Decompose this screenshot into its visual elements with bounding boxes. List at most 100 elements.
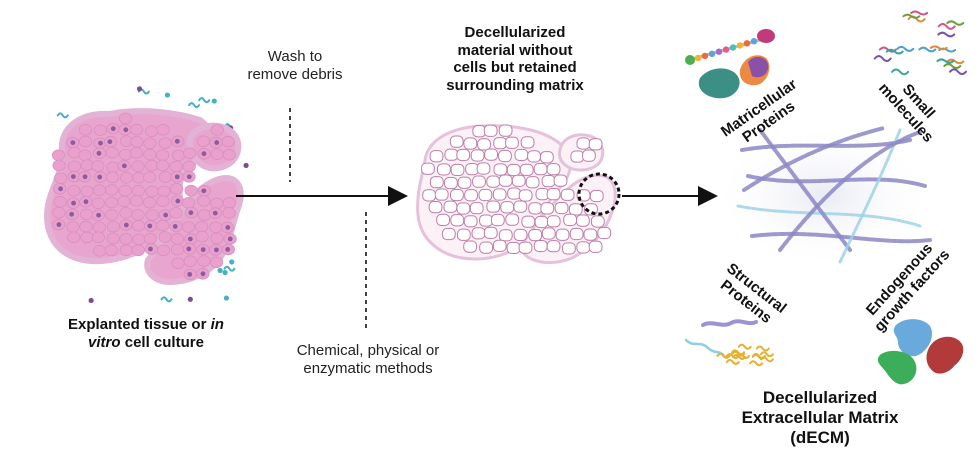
scaffold-pore [450,188,464,202]
tissue-caption-text2: cell culture [120,333,204,351]
tissue-cell [129,195,144,207]
scaffold-pore [441,227,456,241]
ecm-illustration [684,10,968,385]
tissue-cell [171,149,186,162]
tissue-cell [118,184,132,197]
ecm-fiber [750,231,932,244]
tissue-cell [51,149,66,162]
scaffold-pore [465,163,479,176]
debris-dot [229,259,235,265]
yellow-mesh-strand [759,351,774,358]
small-molecule-squiggles [873,10,968,76]
ecm-fiber [746,174,927,188]
small-molecule [937,31,956,38]
tissue-cell [93,245,107,257]
cell-nucleus [213,247,219,253]
ecm-haze [712,124,936,268]
wash-label-line2: remove debris [247,65,343,83]
scaffold-pore [498,174,513,187]
tissue-cell [79,220,93,233]
tissue-cell [91,160,105,172]
tissue-cell [53,196,67,208]
scaffold-pore [490,213,505,227]
yellow-mesh-strand [751,353,766,360]
scaffold-pore [525,176,540,189]
scaffold-pore [533,239,548,253]
small-molecule [929,45,948,51]
tissue-cell [105,209,119,221]
small-molecule [873,55,892,62]
scaffold-pore [422,189,437,202]
yellow-mesh-strand [731,350,746,357]
decell-label-line2: material without [457,41,573,59]
scaffold-pore [534,215,549,229]
protein-bead [743,40,751,47]
scaffold-pore [479,214,493,227]
tissue-cell [170,233,185,245]
tissue-cell [143,137,157,150]
tissue-cell [145,185,159,198]
scaffold-pore [590,215,605,228]
debris-dot [211,98,217,104]
debris-squiggle [188,102,201,109]
protein-bead [750,38,758,45]
scaffold-pore [493,163,508,176]
scaffold-pore [505,136,519,149]
tissue-cell [158,231,172,243]
tissue-cell [54,172,68,185]
tissue-cell [143,171,157,183]
scaffold-pore [506,163,521,177]
tissue-cell [106,220,120,233]
tissue-cell [170,243,185,256]
tissue-cell [92,221,106,234]
tissue-cell [105,146,119,159]
debris-dot [164,92,171,98]
matricellular-protein-icons [685,29,775,99]
tissue-cell [195,221,209,233]
cell-nucleus [214,140,220,145]
tissue-cell [183,255,197,268]
tissue-cell [78,149,92,162]
tissue-cell [119,171,134,184]
tissue-cell [181,197,196,209]
small-molecule [896,45,915,52]
decm-title: Decellularized Extracellular Matrix (dEC… [720,388,920,448]
scaffold-pore [484,148,499,161]
scaffold-pore [463,137,478,150]
scaffold-pore [582,149,596,162]
tissue-cell [221,135,235,148]
cell-nucleus [187,236,193,242]
protein-bead [736,42,744,49]
debris-dot [243,162,249,169]
protein-bead [701,52,709,60]
tissue-cell [104,244,118,257]
tissue-cell [92,184,107,197]
scaffold-pore [498,229,513,242]
tissue-cell [182,160,196,173]
scaffold-pore [498,124,513,137]
ecm-fiber [778,130,922,252]
small-molecule [891,68,910,76]
tissue-cell [195,230,209,243]
tissue-cell [209,221,223,234]
yellow-mesh-strand [755,345,770,352]
tissue-cell [222,207,236,219]
methods-label-line1: Chemical, physical or [296,342,440,359]
scaffold-pore [486,175,501,188]
scaffold-pore [421,162,435,175]
scaffold-pore [506,241,521,255]
tissue-cell [169,182,184,195]
tissue-cell [209,256,224,269]
cell-nucleus [70,174,76,180]
scaffold-pore [597,226,612,240]
tissue-caption: Explanted tissue or in vitro cell cultur… [36,316,256,351]
protein-bead [729,44,737,51]
cell-nucleus [147,223,153,229]
cell-nucleus [123,127,129,133]
scaffold-pore [540,202,555,215]
growth-factor-icons [877,319,964,385]
scaffold-pore [561,242,576,255]
scaffold-pore [429,150,444,163]
cell-nucleus [225,225,231,230]
